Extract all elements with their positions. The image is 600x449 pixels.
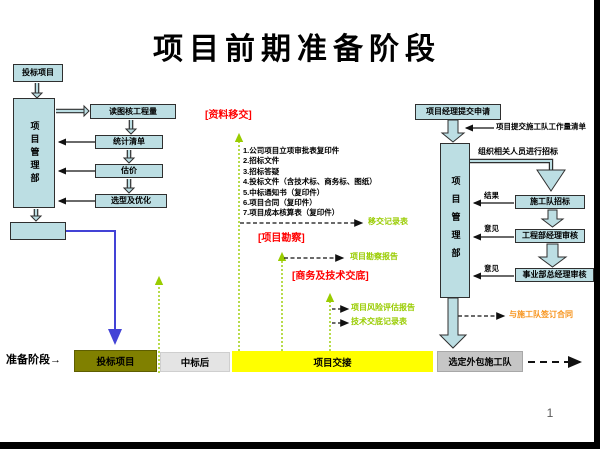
phase-bid-project: 投标项目 <box>74 350 157 372</box>
list-item: 6.项目合同（复印件） <box>243 198 317 208</box>
box-manager-request: 项目经理提交申请 <box>415 104 501 120</box>
arrow-estimate-to-optimize <box>122 179 136 194</box>
list-item: 2.招标文件 <box>243 156 280 166</box>
arrow-dept-to-endbox <box>29 209 43 222</box>
label-business-tech-briefing: [商务及技术交底] <box>292 271 369 282</box>
box-valuation: 估价 <box>95 164 163 178</box>
box-bid-project: 投标项目 <box>13 64 63 82</box>
block-arrow-dept-to-select <box>438 297 468 349</box>
label-survey-report: 项目勘察报告 <box>350 252 398 261</box>
box-project-mgmt-dept-right: 项目管理部 <box>440 143 470 298</box>
slide-title: 项目前期准备阶段 <box>153 33 441 66</box>
box-left-end <box>10 222 66 240</box>
box-engineering-manager-review: 工程部经理审核 <box>515 229 585 243</box>
phase-select-crew: 选定外包施工队 <box>437 351 523 372</box>
page-number: 1 <box>546 406 554 420</box>
list-item: 4.投标文件（含技术标、商务标、图纸） <box>243 177 377 187</box>
label-opinion-1: 意见 <box>484 224 499 233</box>
handover-document-list: 1.公司项目立项审批表复印件 2.招标文件 3.招标答疑 4.投标文件（含技术标… <box>243 146 377 219</box>
label-organize-bidding: 组织相关人员进行招标 <box>478 147 558 156</box>
label-project-survey: [项目勘察] <box>258 233 305 244</box>
list-item: 1.公司项目立项审批表复印件 <box>243 146 340 155</box>
label-opinion-2: 意见 <box>484 264 499 273</box>
list-item: 5.中标通知书（复印件） <box>243 187 325 197</box>
box-crew-bidding: 施工队招标 <box>515 195 585 209</box>
block-arrow-request-down <box>440 119 466 143</box>
block-arrow-review1-to-review2 <box>537 243 568 268</box>
label-preparation-phase: 准备阶段→ <box>6 354 61 366</box>
box-read-drawings: 读图核工程量 <box>90 104 176 119</box>
phase-project-handover: 项目交接 <box>232 351 433 372</box>
label-transfer-record: 移交记录表 <box>368 217 408 226</box>
box-statistics-list: 统计清单 <box>95 135 163 149</box>
label-result: 结果 <box>484 191 499 200</box>
label-sign-contract: 与施工队签订合同 <box>509 310 573 319</box>
arrow-bid-to-dept <box>30 83 44 99</box>
arrow-blue-to-bid-phase <box>66 230 122 345</box>
label-risk-report: 项目风险评估报告 <box>351 303 415 312</box>
label-data-transfer: [资料移交] <box>205 110 252 121</box>
arrow-dept-to-drawing <box>56 104 90 118</box>
block-arrow-organize-bidding <box>470 158 566 192</box>
arrow-list-to-estimate <box>122 150 136 164</box>
box-project-mgmt-dept-left: 项目管理部 <box>13 98 55 208</box>
phase-after-win: 中标后 <box>160 352 230 372</box>
box-division-gm-review: 事业部总经理审核 <box>515 268 594 282</box>
label-briefing-record: 技术交底记录表 <box>351 317 407 326</box>
slide: 项目前期准备阶段 <box>0 0 594 442</box>
arrow-drawing-to-list <box>124 120 138 135</box>
label-worklist-note: 项目提交施工队工作量清单 <box>496 122 586 131</box>
block-arrow-bid-to-review1 <box>540 209 565 228</box>
list-item: 7.项目成本核算表（复印件） <box>243 208 340 218</box>
list-item: 3.招标答疑 <box>243 166 280 176</box>
box-selection-optimization: 选型及优化 <box>95 194 167 208</box>
